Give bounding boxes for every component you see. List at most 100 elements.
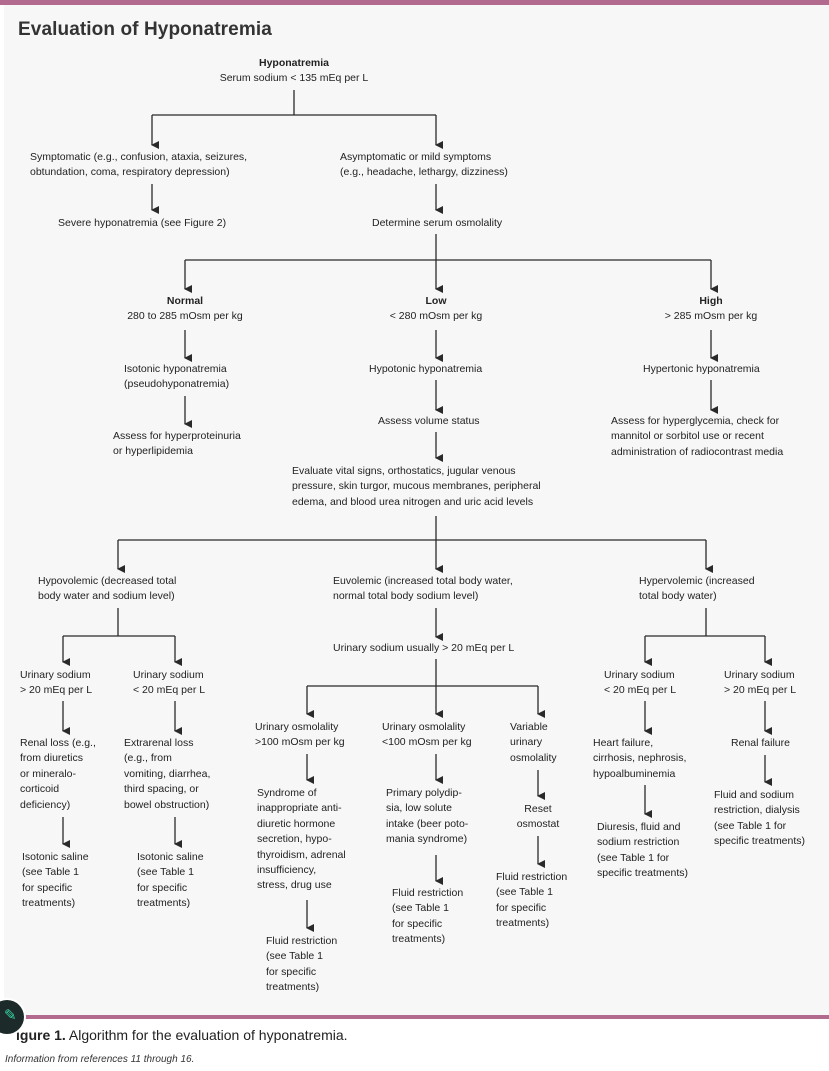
figure-caption: igure 1. Algorithm for the evaluation of… (16, 1027, 348, 1043)
node-fluid-sodium-restriction: Fluid and sodium restriction, dialysis (… (714, 788, 805, 850)
node-line: Urinary osmolality (255, 721, 339, 733)
node-fluid-restriction-2: Fluid restriction (see Table 1 for speci… (392, 886, 463, 948)
node-hypervolemic: Hypervolemic (increased total body water… (639, 574, 755, 605)
node-line: Isotonic saline (137, 851, 204, 863)
node-variable-osm: Variable urinary osmolality (510, 720, 557, 766)
node-line: from diuretics (20, 752, 84, 765)
node-line: intake (beer poto- (386, 817, 469, 830)
node-line: (pseudohyponatremia) (124, 378, 230, 391)
node-line: obtundation, coma, respiratory depressio… (30, 166, 230, 179)
node-line: cirrhosis, nephrosis, (593, 752, 687, 765)
node-line: vomiting, diarrhea, (124, 767, 211, 780)
node-hypotonic: Hypotonic hyponatremia (369, 363, 483, 375)
node-low: Low < 280 mOsm per kg (356, 294, 516, 325)
node-heart-failure: Heart failure, cirrhosis, nephrosis, hyp… (593, 736, 686, 782)
node-line: mannitol or sorbitol use or recent (611, 430, 764, 443)
node-renal-loss: Renal loss (e.g., from diuretics or mine… (20, 736, 96, 813)
node-line: total body water) (639, 590, 717, 603)
node-line: Asymptomatic or mild symptoms (340, 151, 492, 163)
node-detail: > 285 mOsm per kg (664, 310, 758, 323)
node-line: (see Table 1 (137, 866, 195, 879)
node-line: Renal loss (e.g., (20, 737, 96, 749)
node-severe-hyponatremia: Severe hyponatremia (see Figure 2) (58, 217, 227, 229)
node-line: >100 mOsm per kg (255, 736, 345, 749)
node-isotonic-saline-2: Isotonic saline (see Table 1 for specifi… (137, 850, 204, 912)
source-note: Information from references 11 through 1… (5, 1054, 195, 1065)
node-isotonic-saline-1: Isotonic saline (see Table 1 for specifi… (22, 850, 89, 912)
node-line: Urinary sodium (604, 669, 675, 681)
node-urinary-sodium-euvolemic: Urinary sodium usually > 20 mEq per L (333, 642, 515, 654)
node-evaluate-vitals: Evaluate vital signs, orthostatics, jugu… (292, 464, 541, 510)
node-line: < 20 mEq per L (133, 684, 206, 697)
node-urinary-osm-low: Urinary osmolality <100 mOsm per kg (382, 720, 472, 751)
node-hypovolemic: Hypovolemic (decreased total body water … (38, 574, 176, 605)
node-isotonic: Isotonic hyponatremia (pseudohyponatremi… (124, 362, 229, 393)
node-line: edema, and blood urea nitrogen and uric … (292, 495, 534, 508)
node-title: Hyponatremia (258, 57, 330, 69)
node-detail: < 280 mOsm per kg (389, 310, 483, 323)
node-renal-failure: Renal failure (731, 737, 790, 749)
node-line: Symptomatic (e.g., confusion, ataxia, se… (30, 151, 248, 163)
node-hypo-urinary-high: Urinary sodium > 20 mEq per L (20, 668, 92, 699)
node-line: deficiency) (20, 798, 71, 811)
node-line: Fluid restriction (392, 887, 464, 899)
node-title: Low (425, 295, 447, 307)
caption-label: igure 1. (16, 1027, 66, 1043)
node-normal: Normal 280 to 285 mOsm per kg (105, 294, 265, 325)
node-line: Extrarenal loss (124, 737, 194, 749)
node-line: treatments) (137, 897, 191, 910)
bottom-accent-bar (0, 1015, 829, 1019)
node-line: administration of radiocontrast media (611, 445, 784, 458)
node-line: urinary (510, 736, 543, 749)
node-line: corticoid (20, 783, 60, 796)
node-line: Urinary sodium (20, 669, 91, 681)
node-line: < 20 mEq per L (604, 684, 677, 697)
node-line: (see Table 1 (496, 886, 554, 899)
node-line: pressure, skin turgor, mucous membranes,… (292, 480, 541, 493)
node-line: for specific (496, 901, 547, 914)
node-line: specific treatments) (714, 835, 806, 848)
node-line: for specific (22, 881, 73, 894)
node-urinary-osm-high: Urinary osmolality >100 mOsm per kg (255, 720, 345, 751)
node-line: Urinary sodium (724, 669, 795, 681)
node-line: Assess for hyperproteinuria (113, 430, 241, 442)
node-line: or hyperlipidemia (113, 445, 193, 458)
node-line: or mineralo- (20, 767, 77, 780)
node-line: Variable (510, 721, 548, 733)
node-title: Normal (166, 295, 204, 307)
node-asymptomatic: Asymptomatic or mild symptoms (e.g., hea… (340, 150, 508, 181)
node-line: Hypovolemic (decreased total (38, 575, 177, 587)
node-symptomatic: Symptomatic (e.g., confusion, ataxia, se… (30, 150, 247, 181)
node-line: diuretic hormone (257, 817, 336, 830)
node-title: High (699, 295, 723, 307)
figure-panel (4, 5, 829, 1015)
node-line: osmostat (516, 818, 560, 831)
node-line: specific treatments) (597, 867, 689, 880)
node-hypertonic: Hypertonic hyponatremia (643, 363, 760, 375)
node-line: Heart failure, (593, 737, 654, 749)
node-hypo-urinary-low: Urinary sodium < 20 mEq per L (133, 668, 205, 699)
node-line: Urinary osmolality (382, 721, 466, 733)
node-assess-hyperglycemia: Assess for hyperglycemia, check for mann… (611, 414, 783, 460)
node-line: for specific (266, 965, 317, 978)
node-fluid-restriction-1: Fluid restriction (see Table 1 for speci… (266, 934, 337, 996)
node-line: hypoalbuminemia (593, 767, 676, 780)
node-line: (e.g., headache, lethargy, dizziness) (340, 166, 508, 179)
node-line: (see Table 1 for (597, 851, 670, 864)
node-siadh: Syndrome of inappropriate anti- diuretic… (257, 786, 346, 894)
node-diuresis: Diuresis, fluid and sodium restriction (… (597, 820, 688, 882)
node-line: restriction, dialysis (714, 804, 800, 817)
node-line: treatments) (22, 897, 76, 910)
node-line: Assess for hyperglycemia, check for (611, 415, 780, 427)
caption-text: Algorithm for the evaluation of hyponatr… (65, 1027, 348, 1043)
node-line: (e.g., from (124, 752, 172, 765)
node-line: for specific (137, 881, 188, 894)
page-title: Evaluation of Hyponatremia (18, 19, 272, 40)
node-line: thyroidism, adrenal (257, 848, 346, 861)
node-line: Euvolemic (increased total body water, (333, 575, 513, 587)
node-determine-osmolality: Determine serum osmolality (372, 217, 503, 229)
node-reset-osmostat: Reset osmostat (508, 802, 568, 833)
node-euvolemic: Euvolemic (increased total body water, n… (333, 574, 513, 605)
node-line: stress, drug use (257, 879, 332, 892)
node-line: mania syndrome) (386, 833, 468, 846)
